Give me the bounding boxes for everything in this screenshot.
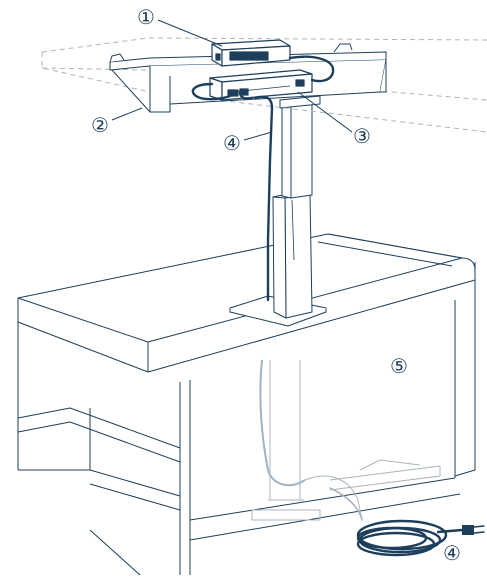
cabinet-interior-ghost [251, 359, 441, 521]
cabinet [17, 233, 476, 576]
control-box-icon [209, 69, 313, 101]
leader-1 [157, 19, 223, 47]
plug-icon [329, 487, 485, 557]
leader-3 [297, 91, 353, 133]
callout-1: ① [137, 5, 155, 29]
callout-3: ③ [353, 124, 371, 148]
callout-2: ② [91, 113, 109, 137]
callout-4-upper: ④ [223, 131, 241, 155]
leader-lines [111, 19, 353, 141]
callout-4-lower: ④ [443, 541, 461, 565]
callouts: ① ② ③ ④ ⑤ ④ [91, 5, 461, 565]
hand-control-icon [211, 39, 291, 67]
leader-4a [243, 131, 273, 141]
desk-pillar-icon [229, 95, 327, 327]
power-cord-icon [191, 55, 335, 302]
callout-5: ⑤ [390, 354, 408, 378]
leader-2 [111, 107, 143, 121]
